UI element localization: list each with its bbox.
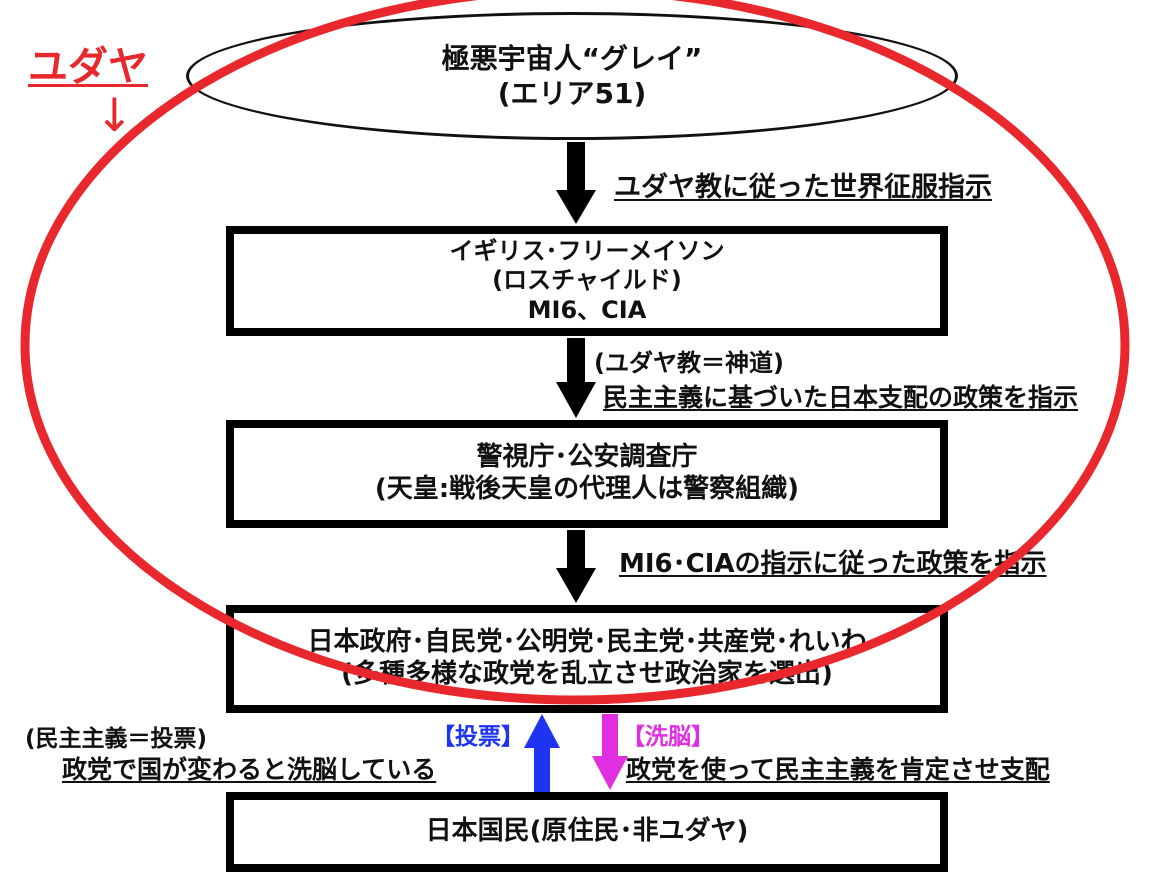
arrow-box1-to-box2 xyxy=(556,338,596,418)
box1-line2: (ロスチャイルド) xyxy=(492,266,682,295)
box1-line3: MI6、CIA xyxy=(527,295,647,324)
vote-up-arrow xyxy=(524,714,560,792)
edge2-label-line1: (ユダヤ教＝神道) xyxy=(594,349,784,377)
brainwash-down-arrow xyxy=(592,714,628,790)
box2-line2: (天皇:戦後天皇の代理人は警察組織) xyxy=(374,474,800,504)
edge3-label: MI6･CIAの指示に従った政策を指示 xyxy=(619,549,1047,579)
box4-line1: 日本国民(原住民･非ユダヤ) xyxy=(425,816,749,847)
box1-line1: イギリス･フリーメイソン xyxy=(449,237,725,266)
arrow-box2-to-box3 xyxy=(556,530,596,603)
left-annotation-line1: (民主主義＝投票) xyxy=(25,726,208,752)
box3-line1: 日本政府･自民党･公明党･民主党･共産党･れいわ xyxy=(307,627,867,658)
right-annotation: 政党を使って民主主義を肯定させ支配 xyxy=(626,755,1050,784)
box-citizens: 日本国民(原住民･非ユダヤ) xyxy=(226,792,948,872)
overlay-label: ユダヤ xyxy=(28,44,148,90)
vote-tag: 【投票】 xyxy=(432,724,524,750)
edge1-label: ユダヤ教に従った世界征服指示 xyxy=(614,172,992,203)
box-government: 日本政府･自民党･公明党･民主党･共産党･れいわ (多種多様な政党を乱立させ政治… xyxy=(226,605,948,713)
box-police: 警視庁･公安調査庁 (天皇:戦後天皇の代理人は警察組織) xyxy=(226,420,948,528)
top-node-title: 極悪宇宙人“グレイ” xyxy=(441,42,703,75)
edge2-label-line2: 民主主義に基づいた日本支配の政策を指示 xyxy=(603,383,1079,412)
top-node-subtitle: (エリア51) xyxy=(497,77,647,110)
box2-line1: 警視庁･公安調査庁 xyxy=(476,442,698,473)
left-annotation-line2: 政党で国が変わると洗脳している xyxy=(62,755,437,784)
box3-line2: (多種多様な政党を乱立させ政治家を選出) xyxy=(341,659,833,689)
brainwash-tag: 【洗脳】 xyxy=(622,724,714,750)
box-freemason: イギリス･フリーメイソン (ロスチャイルド) MI6、CIA xyxy=(226,226,948,336)
top-ellipse-node: 極悪宇宙人“グレイ” (エリア51) xyxy=(186,12,958,140)
overlay-down-arrow-icon: ↓ xyxy=(95,88,134,142)
arrow-top-to-box1 xyxy=(556,142,596,224)
